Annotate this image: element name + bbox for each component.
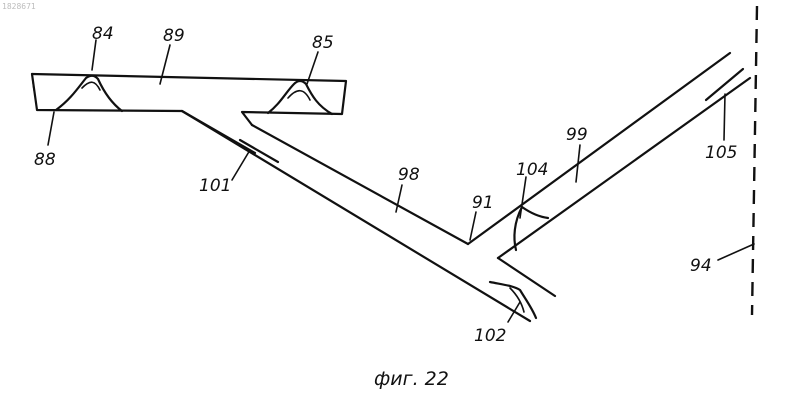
hump-85-inner [288,91,310,100]
diagonal-channel-98 [182,111,530,321]
label-84: 84 [92,24,114,44]
hump-85 [268,81,332,114]
label-91: 91 [472,193,494,213]
corner-number: 1828671 [2,2,36,11]
label-88: 88 [34,150,56,170]
hump-84-inner [82,82,100,90]
hump-84 [56,76,122,111]
label-102: 102 [474,326,506,346]
label-101: 101 [199,176,231,196]
dashed-line-94 [752,6,757,315]
label-94: 94 [690,256,712,276]
figure-caption: фиг. 22 [374,368,449,390]
label-99: 99 [566,125,588,145]
hump-104-cap [522,207,548,218]
label-98: 98 [398,165,420,185]
label-104: 104 [516,160,548,180]
label-89: 89 [163,26,185,46]
label-105: 105 [705,143,737,163]
label-85: 85 [312,33,334,53]
